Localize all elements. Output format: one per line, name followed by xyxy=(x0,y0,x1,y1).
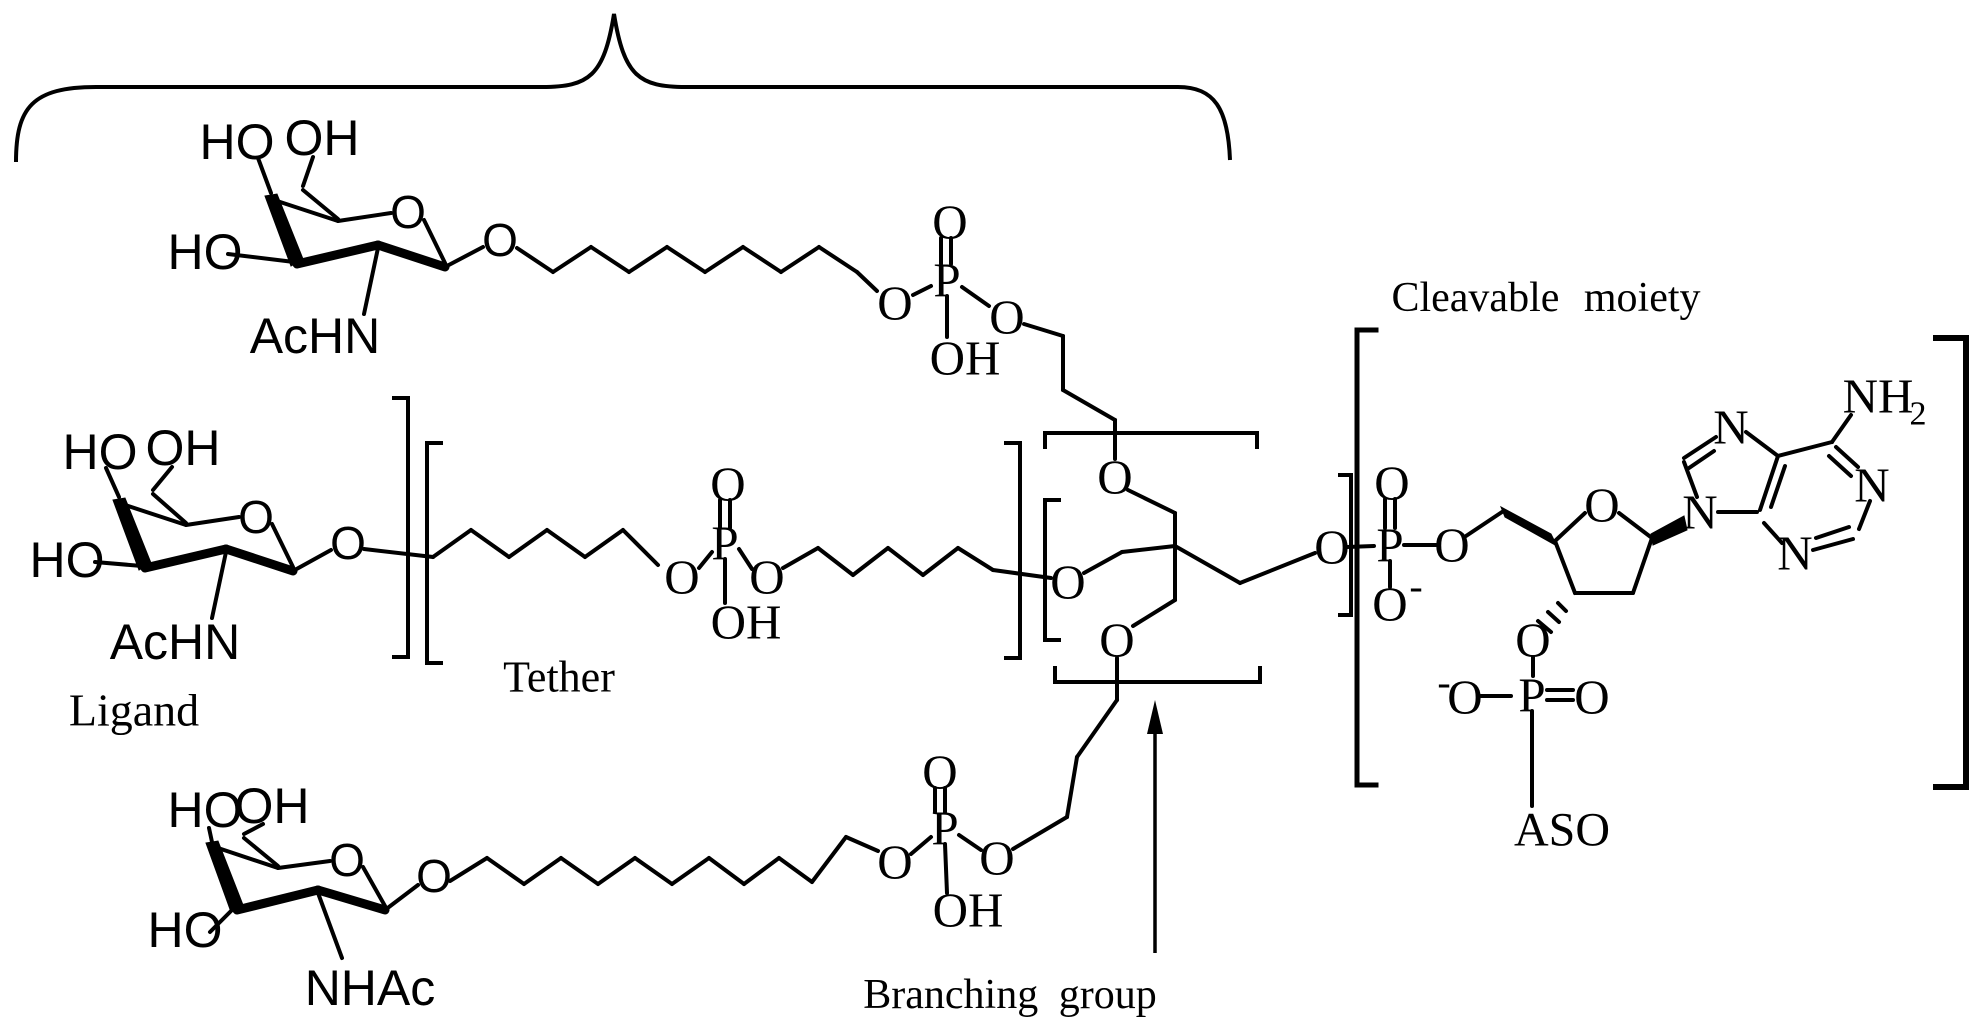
atom-label: O xyxy=(877,835,912,890)
atom-label: O xyxy=(1434,518,1469,573)
atom-label: HO xyxy=(148,902,223,958)
tether-label: Tether xyxy=(503,652,615,702)
atom-label: - xyxy=(1437,660,1450,705)
atom-label: O xyxy=(1097,450,1132,505)
atom-label: OH xyxy=(933,883,1004,938)
atom-label: N xyxy=(1777,526,1812,581)
atom-label: OH xyxy=(146,420,221,476)
atom-label: O xyxy=(710,457,745,512)
atom-label: P xyxy=(1518,668,1545,723)
atom-label: O xyxy=(330,517,366,569)
atom-label: AcHN xyxy=(110,614,241,670)
atom-label: - xyxy=(1409,564,1422,609)
atom-label: P xyxy=(711,516,738,571)
branching-group-label: Branching group xyxy=(863,972,1157,1018)
atom-label: O xyxy=(877,276,912,331)
atom-label: OH xyxy=(285,110,360,166)
cleavable-moiety-label: Cleavable moiety xyxy=(1391,275,1701,321)
atom-label: O xyxy=(1372,577,1407,632)
atom-label: P xyxy=(1376,518,1403,573)
atom-label: O xyxy=(932,195,967,250)
atom-label: NH xyxy=(1843,369,1914,424)
atom-label: AcHN xyxy=(250,308,381,364)
atom-label: N xyxy=(1854,458,1889,513)
atom-label: O xyxy=(1314,520,1349,575)
atom-label: HO xyxy=(200,114,275,170)
atom-label: O xyxy=(482,214,518,266)
overbrace xyxy=(14,13,1232,163)
atom-label: 2 xyxy=(1910,396,1927,433)
atom-label: OH xyxy=(711,595,782,650)
atom-label: O xyxy=(1447,670,1482,725)
atom-label: O xyxy=(1574,670,1609,725)
atom-label: HO xyxy=(63,424,138,480)
atom-label: HO xyxy=(168,224,243,280)
atom-label: O xyxy=(664,550,699,605)
atom-label: HO xyxy=(30,532,105,588)
atom-label: OH xyxy=(235,778,310,834)
atom-label: O xyxy=(390,186,426,238)
atom-label: O xyxy=(238,491,274,543)
atom-label: O xyxy=(1099,613,1134,668)
atom-label: N xyxy=(1713,400,1748,455)
atom-label: O xyxy=(922,745,957,800)
atom-label: O xyxy=(989,290,1024,345)
atom-label: O xyxy=(1515,613,1550,668)
atom-label: O xyxy=(416,850,452,902)
atom-label: NHAc xyxy=(305,960,436,1016)
atom-label: O xyxy=(749,550,784,605)
aso-label: ASO xyxy=(1513,803,1611,857)
atom-label: P xyxy=(933,253,960,308)
atom-label: OH xyxy=(930,331,1001,386)
atom-label: O xyxy=(1584,478,1619,533)
atom-label: O xyxy=(979,831,1014,886)
atom-label: O xyxy=(1050,555,1085,610)
atom-label: N xyxy=(1682,485,1717,540)
atom-label: O xyxy=(1374,456,1409,511)
atom-label: P xyxy=(931,801,958,856)
atom-label: O xyxy=(329,834,365,886)
ligand-label: Ligand xyxy=(68,684,200,736)
atom-label: HO xyxy=(168,782,243,838)
